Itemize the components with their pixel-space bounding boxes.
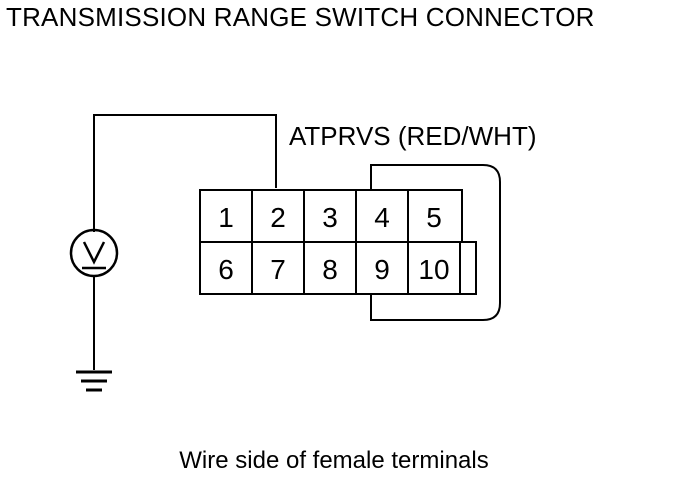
wire-label: ATPRVS (RED/WHT) [289, 121, 537, 151]
connector-body [199, 164, 501, 321]
caption: Wire side of female terminals [179, 447, 489, 474]
voltmeter-icon [69, 228, 119, 278]
terminal-6: 6 [218, 254, 234, 285]
terminal-3: 3 [322, 202, 338, 233]
diagram-title: TRANSMISSION RANGE SWITCH CONNECTOR [6, 2, 595, 32]
terminal-2: 2 [270, 202, 286, 233]
terminal-4: 4 [374, 202, 390, 233]
terminal-1: 1 [218, 202, 234, 233]
terminal-7: 7 [270, 254, 286, 285]
terminal-5: 5 [426, 202, 442, 233]
probe-wire [93, 114, 277, 232]
terminal-10: 10 [418, 254, 449, 285]
ground-icon [76, 370, 112, 392]
terminal-8: 8 [322, 254, 338, 285]
terminal-9: 9 [374, 254, 390, 285]
